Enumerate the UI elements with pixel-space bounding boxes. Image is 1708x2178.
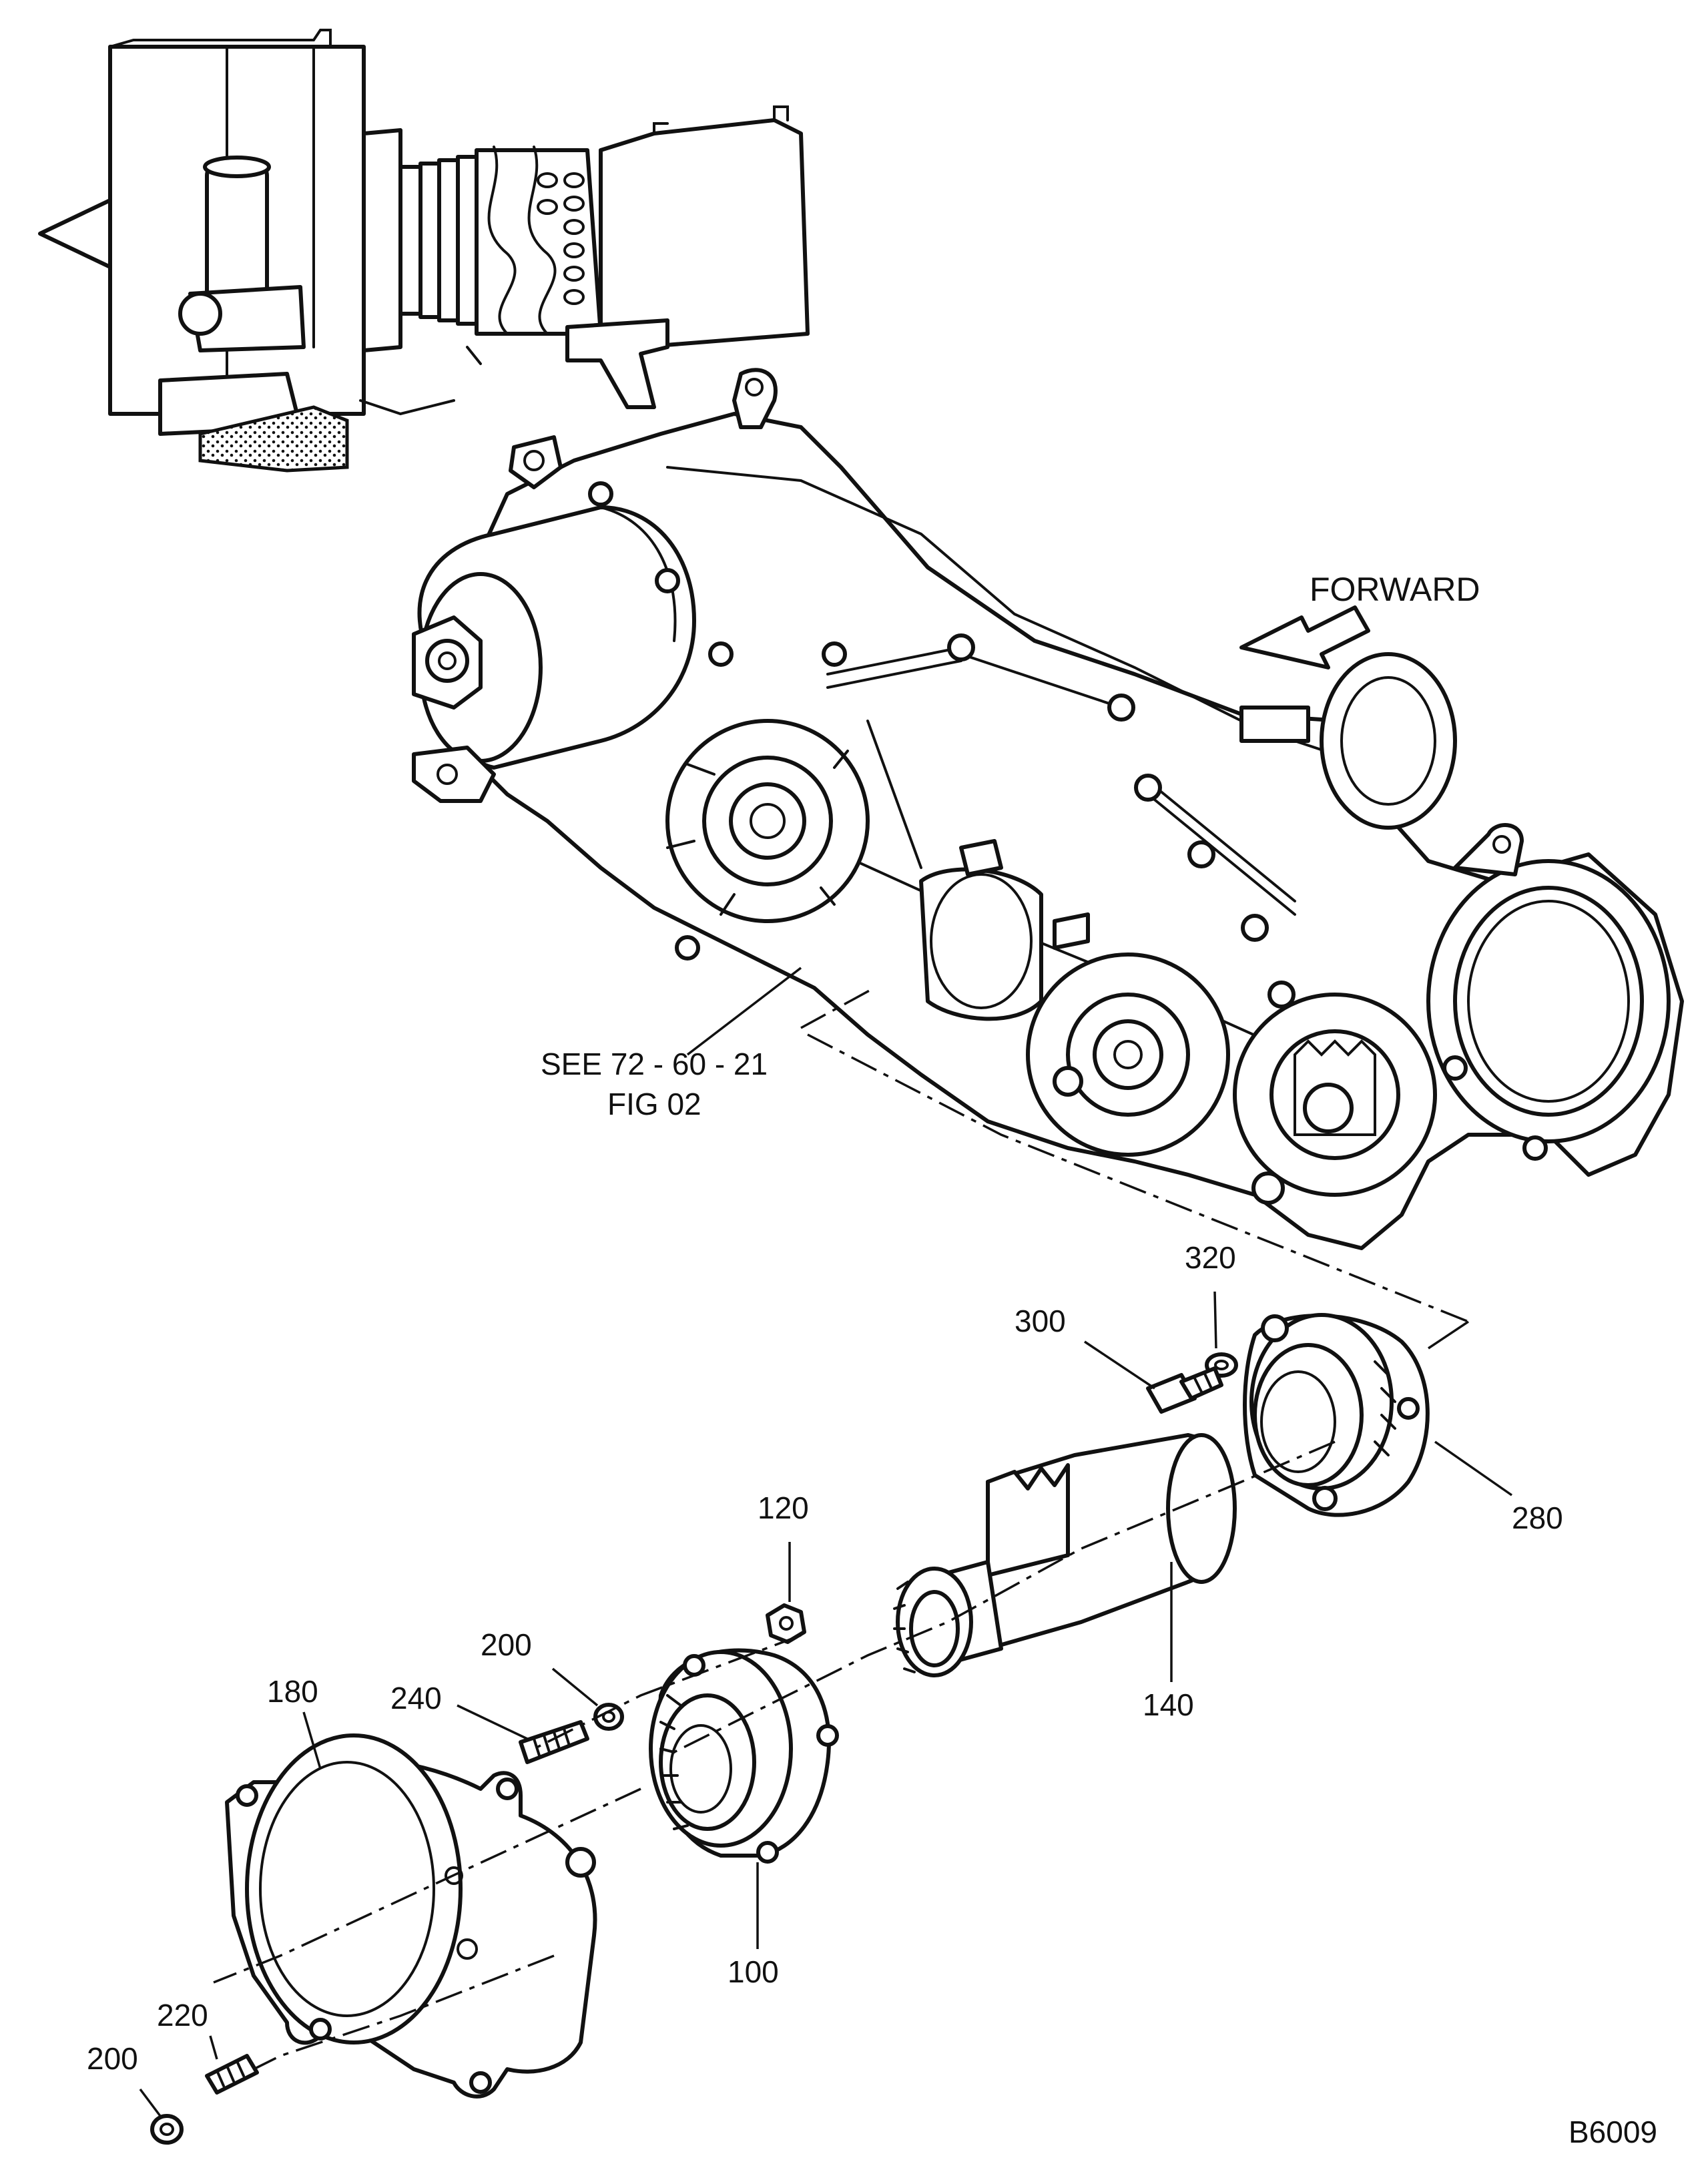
forward-label: FORWARD (1310, 571, 1480, 608)
callout-280: 280 (1512, 1501, 1563, 1535)
callout-200-upper: 200 (481, 1627, 532, 1662)
callout-220: 220 (157, 1998, 208, 2032)
part-280-bearing-housing (1243, 1313, 1430, 1517)
callout-numbers: 320 300 280 120 140 200 240 180 100 220 … (87, 1240, 1563, 2076)
reference-note-line2: FIG 02 (607, 1087, 701, 1121)
part-180-housing-cover (225, 1733, 597, 2099)
callout-240: 240 (390, 1681, 442, 1715)
part-100-bearing-carrier (649, 1648, 839, 1864)
part-140-gear-shaft (893, 1433, 1237, 1677)
accessory-gearbox-housing (412, 368, 1684, 1250)
callout-320: 320 (1185, 1240, 1236, 1275)
callout-300: 300 (1015, 1304, 1066, 1338)
part-220-stud (205, 2054, 259, 2095)
part-200-washer-lower (150, 2114, 184, 2145)
callout-180: 180 (267, 1674, 318, 1709)
drawing-number: B6009 (1569, 2115, 1657, 2149)
part-240-stud (519, 1720, 589, 1764)
part-300-bolt (1146, 1366, 1223, 1414)
callout-200-lower: 200 (87, 2041, 138, 2076)
part-120-nut (766, 1603, 806, 1644)
callout-100: 100 (728, 1954, 779, 1989)
callout-140: 140 (1143, 1687, 1194, 1722)
callout-120: 120 (758, 1490, 809, 1525)
engine-locator-inset (38, 29, 810, 473)
reference-note-line1: SEE 72 - 60 - 21 (541, 1047, 768, 1081)
part-200-washer-upper (593, 1703, 624, 1731)
arrow-left-down-icon (1239, 605, 1370, 669)
callout-leaders (139, 1291, 1512, 2117)
